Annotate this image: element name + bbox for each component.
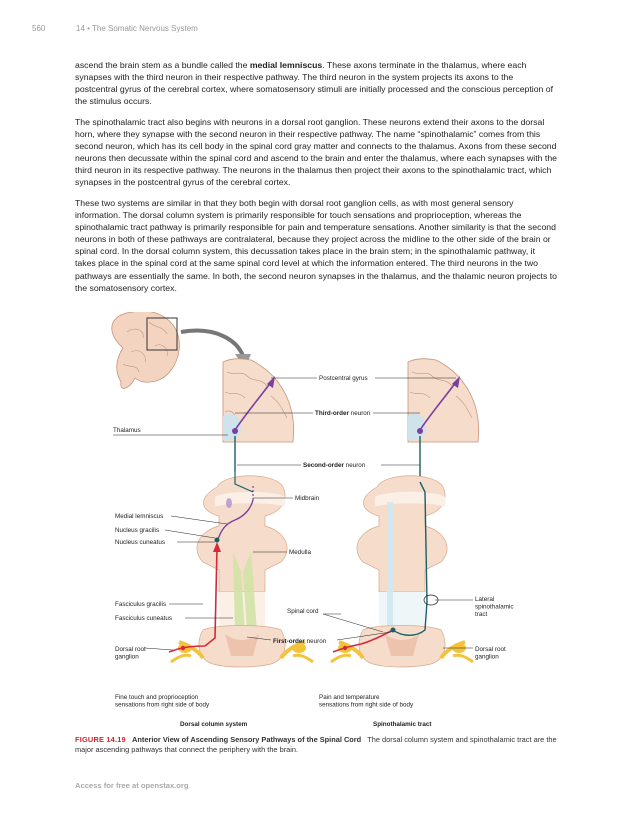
label-nucleus-cuneatus: Nucleus cuneatus	[115, 539, 165, 546]
label-fine-touch: Fine touch and proprioception sensations…	[115, 694, 210, 709]
left-cortex-section	[222, 358, 295, 472]
label-spinal-cord: Spinal cord	[287, 608, 319, 615]
label-fasciculus-cuneatus: Fasciculus cuneatus	[115, 615, 172, 622]
label-second-order-neuron: Second-order neuron	[303, 462, 366, 469]
label-postcentral-gyrus: Postcentral gyrus	[319, 375, 368, 382]
figure-number: FIGURE 14.19	[75, 735, 126, 744]
right-spinal-column	[330, 475, 474, 668]
label-dorsal-column-system: Dorsal column system	[180, 721, 248, 728]
label-dorsal-root-ganglion-left: Dorsal root ganglion	[115, 646, 148, 661]
label-lateral-spinothalamic-tract: Lateral spinothalamic tract	[475, 596, 515, 618]
label-thalamus: Thalamus	[113, 427, 141, 434]
label-midbrain: Midbrain	[295, 495, 320, 502]
paragraph-2: The spinothalamic tract also begins with…	[75, 116, 557, 188]
label-nucleus-gracilis: Nucleus gracilis	[115, 527, 159, 534]
label-spinothalamic-tract: Spinothalamic tract	[373, 721, 432, 728]
label-medial-lemniscus: Medial lemniscus	[115, 513, 163, 520]
brain-inset-box	[146, 317, 178, 351]
label-medulla: Medulla	[289, 549, 312, 556]
page-number: 560	[32, 24, 46, 33]
figure-title: Anterior View of Ascending Sensory Pathw…	[132, 735, 362, 744]
label-dorsal-root-ganglion-right: Dorsal root ganglion	[475, 646, 508, 661]
term-medial-lemniscus: medial lemniscus	[249, 60, 323, 70]
label-third-order-neuron: Third-order neuron	[315, 410, 371, 417]
chapter-title: 14 • The Somatic Nervous System	[76, 24, 198, 33]
leader-lines	[113, 377, 473, 651]
page-footer: Access for free at openstax.org	[75, 781, 189, 790]
right-cortex-section	[407, 358, 480, 482]
paragraph-3: These two systems are similar in that th…	[75, 197, 557, 293]
label-fasciculus-gracilis: Fasciculus gracilis	[115, 601, 166, 608]
figure-caption-text: The dorsal column system and spinothalam…	[75, 735, 557, 754]
body-text: ascend the brain stem as a bundle called…	[75, 59, 557, 302]
figure-caption: FIGURE 14.19 Anterior View of Ascending …	[75, 735, 560, 755]
paragraph-1: ascend the brain stem as a bundle called…	[75, 60, 554, 107]
whole-brain-illustration	[111, 312, 251, 389]
label-first-order-neuron: First-order neuron	[273, 638, 327, 645]
ascending-pathways-figure: Postcentral gyrus Third-order neuron Tha…	[111, 312, 515, 728]
label-pain-temperature: Pain and temperature sensations from rig…	[319, 694, 414, 709]
